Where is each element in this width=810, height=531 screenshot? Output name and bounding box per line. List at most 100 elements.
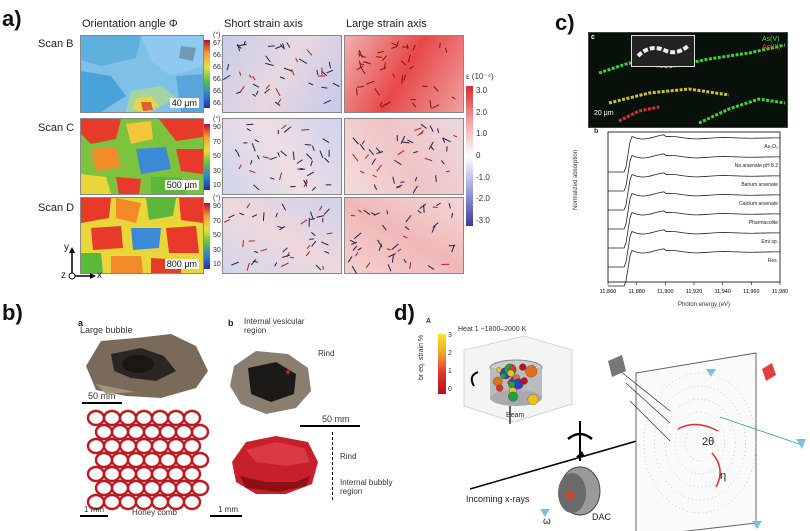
- strain-colorbar-unit: ε (10⁻⁴): [466, 72, 494, 81]
- colorbar-tick-label: 50: [213, 153, 221, 160]
- colorbar-scan-d: [204, 203, 210, 269]
- xanes-spectrum: [608, 248, 781, 287]
- strain-vector: [306, 244, 311, 250]
- strain-vector: [316, 69, 319, 76]
- honeycomb-cell: [182, 465, 202, 483]
- strain-vector: [414, 127, 422, 131]
- strain-vector: [246, 128, 251, 132]
- strain-vector: [303, 179, 308, 187]
- strain-vector: [386, 248, 392, 251]
- scale-1mm-left: 1 mm: [84, 505, 104, 514]
- grain-3d-plot: [454, 330, 578, 428]
- strain-vector: [234, 149, 238, 153]
- honeycomb-cell: [134, 437, 154, 455]
- rock-photo-left: [76, 326, 212, 404]
- strain-vector: [430, 146, 435, 151]
- strain-vector: [304, 179, 308, 184]
- strain-vector: [403, 259, 407, 264]
- strain-vector: [392, 73, 396, 78]
- large-bubble-label: Large bubble: [80, 325, 133, 335]
- strain-vector: [269, 156, 277, 161]
- strain-vector: [292, 151, 295, 160]
- strain-vector: [319, 150, 324, 159]
- strain-vector: [356, 85, 365, 88]
- colorbar-tick-label: 66.0: [213, 100, 227, 107]
- strain-vector: [401, 75, 404, 84]
- a-row-label-c: Scan C: [38, 122, 75, 134]
- strain-vector: [231, 261, 240, 266]
- strain-tick-label: 0: [476, 151, 481, 160]
- strain-vector: [412, 44, 416, 51]
- grain-sphere: [520, 377, 528, 385]
- strain-vector: [387, 264, 392, 272]
- honeycomb-cell: [182, 409, 202, 427]
- strain-colorbar-d: [438, 334, 446, 394]
- strain-vector: [374, 88, 380, 96]
- strain-vector: [275, 212, 278, 218]
- diffraction-ring: [643, 372, 757, 514]
- strain-vector: [400, 60, 407, 66]
- strain-vector: [378, 243, 382, 251]
- strain-vector: [326, 232, 333, 235]
- diamond-icon: [540, 509, 550, 517]
- filament-chain: [608, 87, 730, 105]
- colorbar-tick-label: 70: [213, 217, 221, 225]
- strain-vector: [424, 157, 433, 162]
- scale-bar-scan-b: 40 μm: [169, 98, 199, 108]
- strain-vector: [445, 170, 451, 173]
- xanes-frame: [607, 131, 781, 283]
- grain-sphere: [496, 384, 504, 392]
- rind-bottom-label: Rind: [340, 452, 357, 461]
- honeycomb-cell: [158, 423, 178, 441]
- strain-vector: [315, 264, 322, 271]
- short-strain-map-scan-c: [222, 118, 342, 195]
- honeycomb-cell: [174, 451, 194, 469]
- strain-vector: [351, 265, 357, 274]
- xanes-tick-label: 11,860: [600, 289, 616, 295]
- honeycomb-cell: [190, 423, 210, 441]
- diffraction-ring: [664, 398, 736, 488]
- honeycomb-cell: [94, 451, 114, 469]
- strain-vector: [248, 74, 252, 79]
- filament-chain: [698, 97, 786, 125]
- colorbar-tick-label: 10: [213, 261, 221, 268]
- strain-vector: [324, 157, 330, 163]
- strain-vector: [310, 218, 316, 220]
- strain-vector: [254, 139, 259, 143]
- strain-vector: [366, 80, 375, 85]
- strain-vector: [332, 82, 340, 88]
- colorbar-tick-label: 66.8: [213, 52, 227, 59]
- strain-vector: [444, 47, 448, 53]
- strain-vector: [352, 153, 359, 162]
- grain-sphere: [496, 367, 502, 373]
- xanes-series-label: Na arsenate pH 8.2: [735, 163, 779, 169]
- honeycomb-cell: [102, 409, 122, 427]
- strain-vector: [262, 156, 270, 159]
- strain-vector: [451, 244, 455, 253]
- beam-label: Beam: [506, 412, 525, 419]
- strain-vector: [352, 245, 358, 251]
- incoming-xrays-label: Incoming x-rays: [466, 494, 530, 504]
- diffraction-ring: [654, 385, 746, 501]
- honey-comb-label: Honey comb: [132, 508, 177, 517]
- strain-tick-label: -3.0: [476, 216, 490, 225]
- colorbar-unit: (°): [213, 32, 221, 39]
- c-sub-c: c: [591, 34, 595, 41]
- strain-vector: [291, 68, 295, 76]
- grain-sphere: [500, 373, 507, 379]
- strain-vector: [323, 208, 330, 215]
- grain-sphere: [527, 394, 539, 405]
- panel-d-label: d): [394, 300, 415, 325]
- strain-tick-label: -2.0: [476, 194, 490, 204]
- xanes-series-label: Emi sp.: [761, 239, 778, 245]
- large-strain-map-scan-b: [344, 35, 464, 113]
- strain-vector: [359, 144, 365, 151]
- d-sub-a: A: [426, 318, 432, 325]
- omega-label: ω: [543, 516, 551, 527]
- grain-sphere: [507, 369, 515, 377]
- strain-vector: [305, 251, 311, 257]
- strain-vector: [413, 151, 419, 154]
- crystal-icon: [762, 363, 776, 381]
- honeycomb-cell: [182, 493, 202, 511]
- strain-vector: [264, 88, 270, 94]
